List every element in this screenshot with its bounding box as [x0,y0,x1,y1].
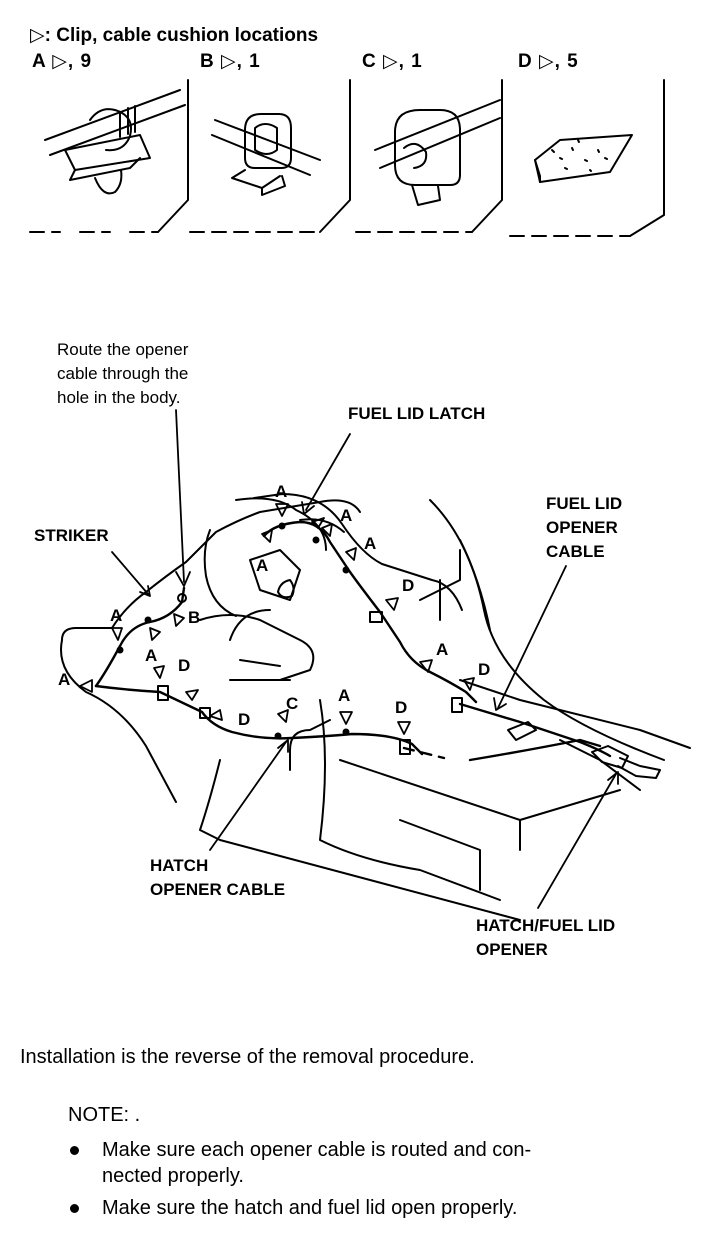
bullet-dot [70,1146,79,1155]
note-heading: NOTE: . [68,1104,141,1126]
marker-d: D [178,656,191,675]
clip-d-drawing [509,79,665,237]
striker-label: STRIKER [34,526,109,545]
fuel-lid-latch-label: FUEL LID LATCH [348,404,486,423]
route-note-line-3: hole in the body. [57,388,181,407]
clip-b-label: B ▷, 1 [200,51,261,72]
marker-a: A [110,606,123,625]
route-note-line-1: Route the opener [57,340,189,359]
marker-d: D [402,576,415,595]
clip-b-drawing [189,79,351,233]
note-item-1-line-2: nected properly. [102,1165,244,1187]
marker-d: D [238,710,251,729]
hatch-cable-line-2: OPENER CABLE [150,880,286,899]
marker-b: B [188,608,201,627]
marker-a: A [340,506,353,525]
clip-c-drawing [355,79,503,233]
clip-a-drawing [29,79,189,233]
hatch-opener-cable-label: HATCH OPENER CABLE [150,854,285,902]
note-item-2: Make sure the hatch and fuel lid open pr… [102,1197,518,1219]
fuel-lid-cable-line-3: CABLE [546,542,605,561]
marker-a: A [145,646,158,665]
note-item-1-line-1: Make sure each opener cable is routed an… [102,1139,532,1161]
fuel-lid-opener-cable-drawing [262,520,612,758]
hatch-fuel-opener-line-1: HATCH/FUEL LID [476,916,616,935]
hatch-cable-line-1: HATCH [150,856,209,875]
bullet-dot [70,1204,79,1213]
marker-a: A [364,534,377,553]
marker-d: D [395,698,408,717]
clip-a-label: A ▷, 9 [32,51,93,72]
installation-text: Installation is the reverse of the remov… [20,1046,475,1068]
fuel-lid-cable-line-1: FUEL LID [546,494,623,513]
leader-lines [111,409,619,909]
clip-c-label: C ▷, 1 [362,51,423,72]
legend-header: ▷: Clip, cable cushion locations [30,25,319,46]
marker-d: D [478,660,491,679]
marker-a: A [275,482,288,501]
fuel-lid-opener-cable-label: FUEL LID OPENER CABLE [546,492,622,564]
route-note-line-2: cable through the [57,364,189,383]
hatch-fuel-lid-opener-label: HATCH/FUEL LID OPENER [476,914,615,962]
route-cable-note: Route the opener cable through the hole … [57,338,247,410]
fuel-lid-cable-line-2: OPENER [546,518,618,537]
marker-a: A [436,640,449,659]
hatch-fuel-opener-line-2: OPENER [476,940,548,959]
clip-d-label: D ▷, 5 [518,51,579,72]
marker-a: A [256,556,269,575]
marker-a: A [338,686,351,705]
cable-clips [116,522,463,755]
note-item-1: Make sure each opener cable is routed an… [102,1137,662,1189]
hatch-fuel-opener-drawing [507,721,661,779]
marker-c: C [286,694,299,713]
marker-a: A [58,670,71,689]
car-body-drawing [60,493,691,921]
clip-triangles [79,503,475,735]
